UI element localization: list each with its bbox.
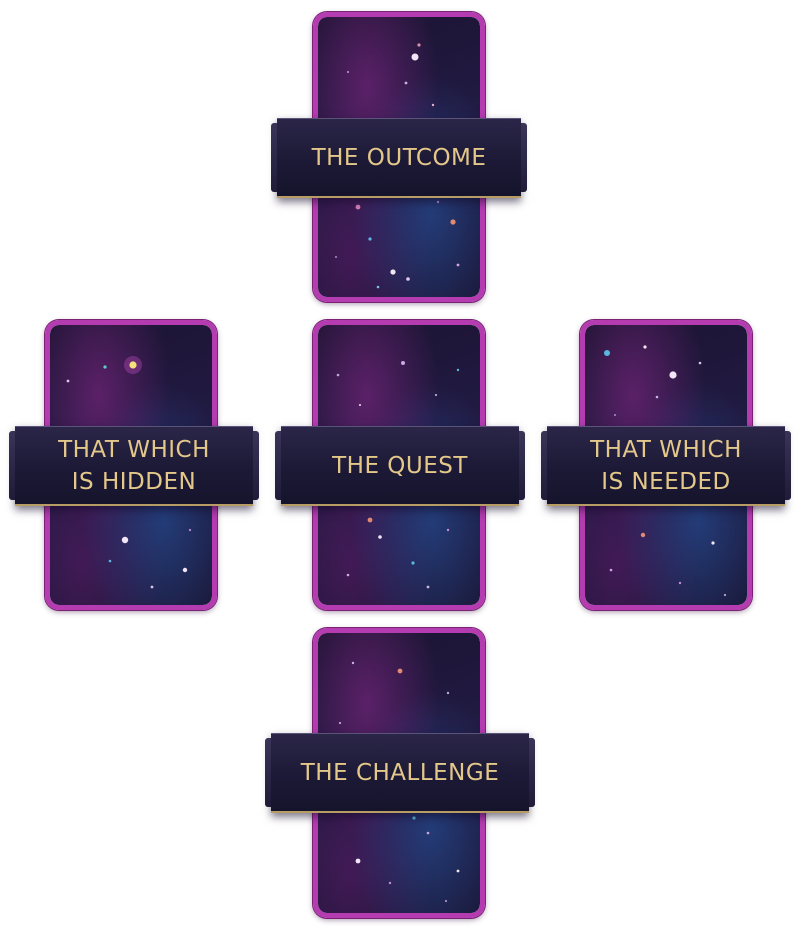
starfield [335, 43, 460, 289]
label-quest: THE QUEST [275, 426, 525, 506]
label-hidden: THAT WHICH IS HIDDEN [9, 426, 259, 506]
label-challenge: THE CHALLENGE [265, 733, 535, 813]
starfield [336, 361, 460, 589]
starfield [66, 356, 192, 589]
label-outcome: THE OUTCOME [271, 118, 527, 198]
label-needed: THAT WHICH IS NEEDED [541, 426, 791, 506]
starfield [604, 345, 727, 597]
starfield [339, 661, 460, 903]
